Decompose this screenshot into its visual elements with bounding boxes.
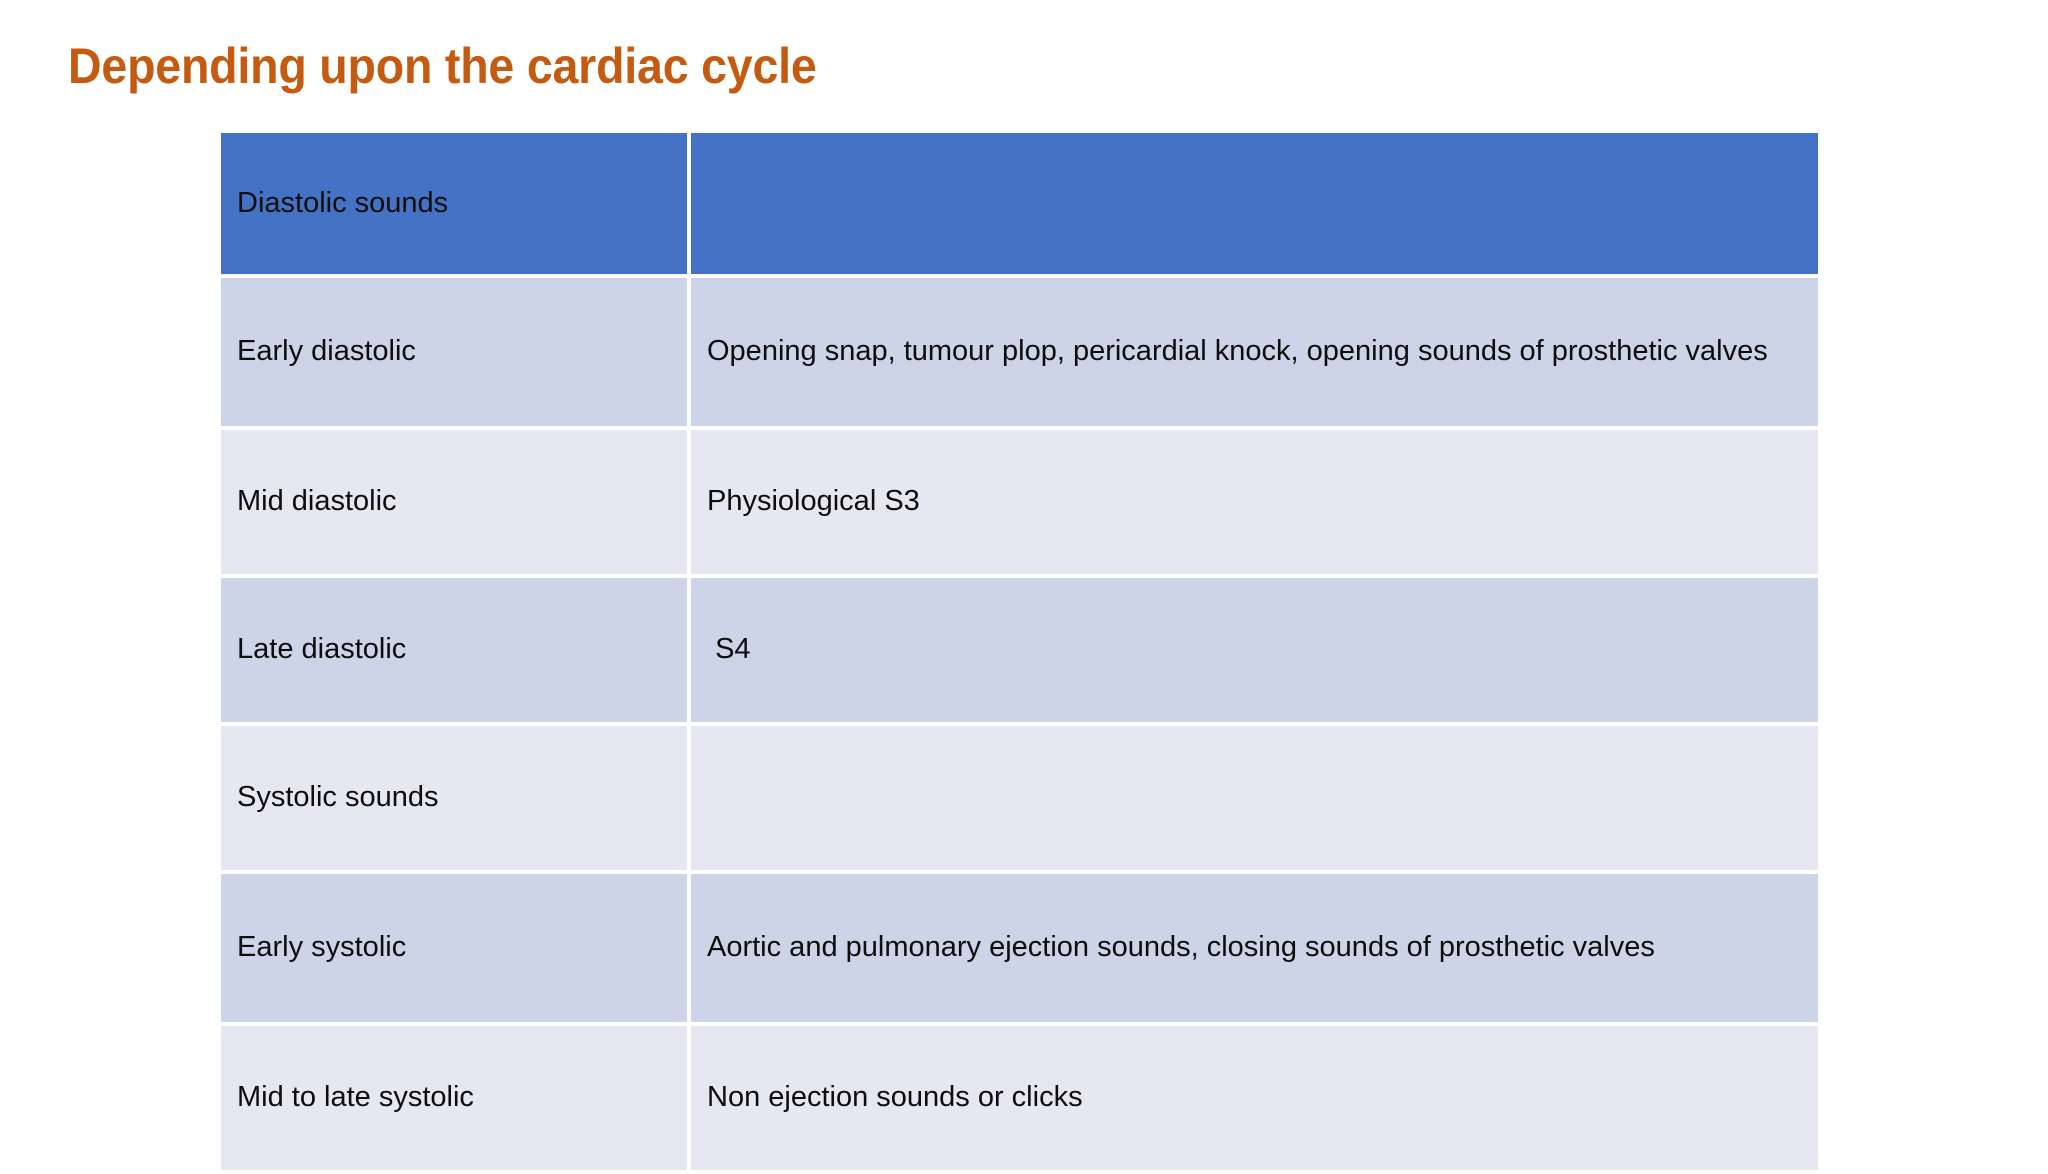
table-row: Mid diastolic Physiological S3 bbox=[221, 430, 1818, 578]
row-category-cell: Early diastolic bbox=[221, 278, 691, 430]
row-detail-cell: Opening snap, tumour plop, pericardial k… bbox=[691, 278, 1818, 430]
row-detail-cell: Aortic and pulmonary ejection sounds, cl… bbox=[691, 874, 1818, 1026]
header-cell-detail bbox=[691, 133, 1818, 278]
header-cell-category: Diastolic sounds bbox=[221, 133, 691, 278]
header-category-label: Diastolic sounds bbox=[237, 186, 449, 219]
row-category-label: Early systolic bbox=[237, 931, 407, 964]
row-category-cell: Late diastolic bbox=[221, 578, 691, 726]
row-detail-label: Physiological S3 bbox=[707, 485, 920, 518]
row-category-cell: Mid to late systolic bbox=[221, 1026, 691, 1174]
row-category-cell: Mid diastolic bbox=[221, 430, 691, 578]
row-category-cell: Early systolic bbox=[221, 874, 691, 1026]
row-detail-cell: S4 bbox=[691, 578, 1818, 726]
table-row: Early diastolic Opening snap, tumour plo… bbox=[221, 278, 1818, 430]
row-category-label: Mid diastolic bbox=[237, 485, 397, 518]
row-detail-label: Aortic and pulmonary ejection sounds, cl… bbox=[707, 931, 1655, 964]
row-detail-cell: Non ejection sounds or clicks bbox=[691, 1026, 1818, 1174]
row-category-label: Early diastolic bbox=[237, 335, 416, 368]
page-title: Depending upon the cardiac cycle bbox=[68, 38, 817, 94]
table-row: Early systolic Aortic and pulmonary ejec… bbox=[221, 874, 1818, 1026]
row-detail-label: Non ejection sounds or clicks bbox=[707, 1081, 1083, 1114]
cardiac-cycle-sounds-table: Diastolic sounds Early diastolic Opening… bbox=[221, 133, 1818, 1174]
row-detail-cell: Physiological S3 bbox=[691, 430, 1818, 578]
row-category-cell: Systolic sounds bbox=[221, 726, 691, 874]
row-detail-cell bbox=[691, 726, 1818, 874]
table-row: Mid to late systolic Non ejection sounds… bbox=[221, 1026, 1818, 1174]
table-row: Late diastolic S4 bbox=[221, 578, 1818, 726]
table-header-row: Diastolic sounds bbox=[221, 133, 1818, 278]
row-detail-label: Opening snap, tumour plop, pericardial k… bbox=[707, 335, 1768, 368]
row-category-label: Mid to late systolic bbox=[237, 1081, 474, 1114]
row-detail-label: S4 bbox=[707, 633, 751, 666]
row-category-label: Systolic sounds bbox=[237, 781, 439, 814]
table-row: Systolic sounds bbox=[221, 726, 1818, 874]
row-category-label: Late diastolic bbox=[237, 633, 407, 666]
